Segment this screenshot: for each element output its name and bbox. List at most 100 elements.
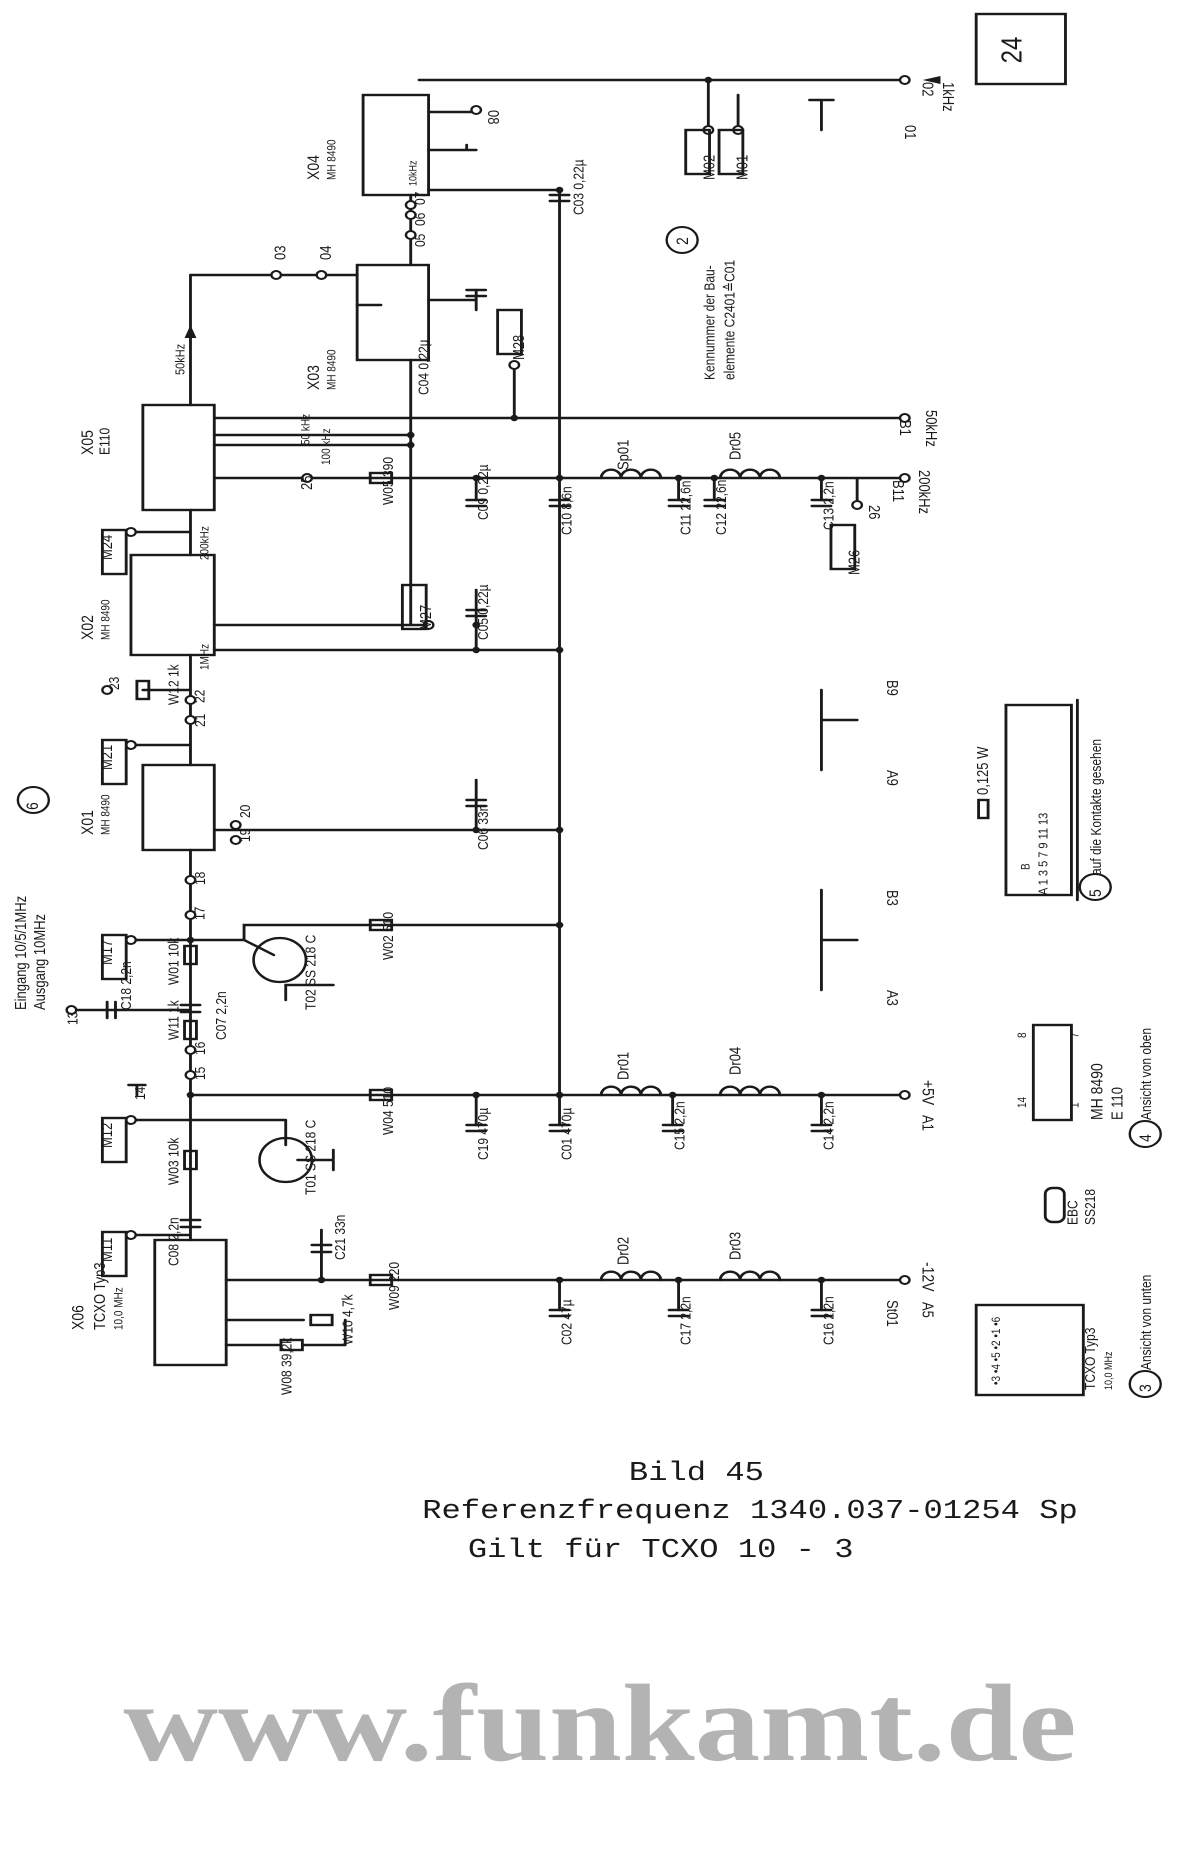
- label-p05: 05: [412, 234, 428, 247]
- c17-capacitor-symbol: [667, 1308, 690, 1318]
- label-f100k: 100 kHz: [320, 428, 333, 465]
- label-c11: C11 22,6n: [677, 481, 693, 535]
- p18-terminal: [184, 875, 197, 885]
- label-c07: C07 2,2n: [213, 991, 229, 1040]
- label-p17: 17: [192, 907, 208, 920]
- label-f1k-out: 1kHz: [939, 82, 956, 112]
- junction-dot: [704, 76, 713, 84]
- junction-dot: [668, 1091, 677, 1099]
- output-arrow-icon: [922, 76, 941, 84]
- label-c16: C16 2,2n: [820, 1296, 836, 1345]
- a5-terminal: [898, 1275, 911, 1285]
- p07-terminal: [404, 200, 417, 210]
- label-c13: C13 2,2n: [820, 481, 836, 530]
- label-ic-pin8: 8: [1016, 1032, 1029, 1038]
- m24-marker-box: [100, 528, 128, 576]
- label-oben: Ansicht von oben: [1138, 1028, 1154, 1120]
- m28-terminal: [508, 360, 521, 370]
- label-m21: M21: [99, 745, 116, 770]
- label-ss218: SS218: [1082, 1189, 1098, 1225]
- dr05-inductor-symbol: [718, 468, 782, 480]
- junction-dot: [555, 826, 564, 834]
- ic-outline-legend: [1031, 1023, 1073, 1122]
- label-f10k: 10kHz: [408, 160, 420, 186]
- junction-dot: [555, 1091, 564, 1099]
- label-dr02: Dr02: [616, 1237, 633, 1265]
- p15-terminal: [184, 1070, 197, 1080]
- c04-capacitor-symbol: [465, 288, 488, 298]
- c03-capacitor-symbol: [548, 193, 571, 203]
- label-w01: W01 10k: [166, 937, 182, 985]
- label-p13: 13: [64, 1012, 80, 1025]
- label-x04-type: MH 8490: [326, 139, 339, 180]
- c08-capacitor-symbol: [179, 1218, 202, 1229]
- ic-x06: [153, 1238, 228, 1367]
- label-a9: A9: [883, 770, 900, 786]
- label-c17: C17 2,2n: [677, 1296, 693, 1345]
- label-p16: 16: [192, 1042, 208, 1055]
- w12-resistor-symbol: [135, 679, 151, 701]
- watermark: www.funkamt.de: [123, 1663, 1076, 1785]
- label-m27: M27: [418, 605, 435, 630]
- c18-capacitor-symbol: [105, 1000, 117, 1020]
- p20-terminal: [229, 835, 242, 845]
- w04-resistor-symbol: [368, 1088, 394, 1102]
- label-dr05: Dr05: [727, 432, 744, 460]
- label-kenn2: elemente C2401≙C01: [722, 260, 738, 380]
- p04-terminal: [315, 270, 328, 280]
- label-a5: A5: [918, 1302, 935, 1318]
- label-p15: 15: [192, 1067, 208, 1080]
- label-ic-pin14: 14: [1016, 1097, 1029, 1108]
- junction-dot: [186, 936, 195, 944]
- label-m11: M11: [99, 1238, 116, 1262]
- note-5-circle: [1078, 873, 1112, 901]
- m26-marker-box: [829, 523, 857, 571]
- m21-marker-box: [100, 738, 128, 786]
- label-m17: M17: [99, 940, 116, 965]
- label-p19: 19: [237, 829, 253, 842]
- w11-resistor-symbol: [183, 1019, 198, 1041]
- figure-title: Referenzfrequenz 1340.037-01254 Sp: [422, 1495, 1078, 1526]
- label-note2: 2: [674, 237, 692, 245]
- label-x05-type: E110: [97, 428, 113, 455]
- label-v12: -12V: [918, 1262, 936, 1292]
- dr03-inductor-symbol: [718, 1270, 782, 1282]
- page-number-box: [974, 12, 1067, 86]
- label-a3: A3: [883, 990, 900, 1006]
- p08-terminal: [470, 105, 483, 115]
- junction-dot: [406, 441, 415, 449]
- label-f1m: 1MHz: [199, 644, 212, 670]
- t01-transistor-symbol: [258, 1136, 314, 1184]
- ic-x02: [129, 553, 216, 657]
- label-w11: W11 1k: [166, 1000, 182, 1040]
- signal-arrow-icon: [184, 325, 197, 338]
- out-02-terminal: [898, 75, 911, 85]
- label-p07: 07: [412, 192, 428, 205]
- label-m28: M28: [511, 335, 528, 360]
- label-x03-type: MH 8490: [326, 349, 339, 390]
- ic-x04: [361, 93, 430, 197]
- label-w10: W10 4,7k: [339, 1294, 355, 1345]
- m21-terminal: [125, 740, 137, 750]
- label-x04: X04: [305, 155, 323, 180]
- c05-capacitor-symbol: [465, 608, 488, 618]
- label-sp01: Sp01: [616, 440, 633, 470]
- label-c04: C04 0,22µ: [416, 339, 432, 395]
- label-ic-type2: E 110: [1110, 1087, 1127, 1120]
- label-x01: X01: [79, 810, 97, 835]
- label-conn-pins: A 1 3 5 7 9 11 13: [1036, 812, 1051, 895]
- label-p23: 23: [106, 677, 122, 690]
- label-p25: 25: [299, 475, 316, 490]
- note-3-circle: [1128, 1370, 1162, 1398]
- w10-resistor-symbol: [309, 1313, 334, 1327]
- label-c06: C06 33n: [475, 805, 491, 850]
- label-t02: T02 SS 218 C: [302, 934, 318, 1010]
- label-ic-pin7: 7: [1069, 1032, 1082, 1038]
- label-w05: W05 390: [380, 457, 396, 505]
- label-st01: St01: [883, 1300, 900, 1327]
- label-c03: C03 0,22µ: [570, 159, 586, 215]
- label-c08: C08 2,2n: [166, 1217, 182, 1266]
- connector-legend-box: [1004, 703, 1073, 897]
- p23-terminal: [101, 685, 114, 695]
